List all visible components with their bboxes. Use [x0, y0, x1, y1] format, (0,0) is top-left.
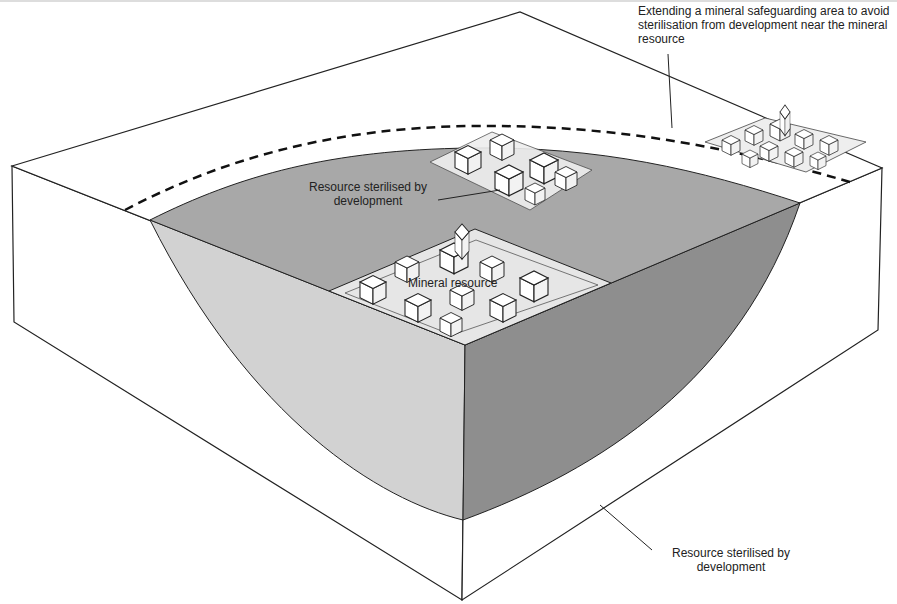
callout-note: Extending a mineral safeguarding area to… — [638, 4, 893, 46]
callout-label: Resource sterilised by development — [302, 180, 434, 208]
leader-line — [668, 54, 672, 128]
buildings — [722, 105, 838, 170]
top-rule — [0, 1, 897, 2]
leader-line — [438, 190, 500, 200]
leader-line — [600, 505, 652, 550]
town-plot — [430, 132, 592, 210]
buildings — [360, 224, 548, 337]
callout-label: Resource sterilised by development — [656, 546, 806, 574]
town-plot — [329, 229, 611, 345]
area-label: Mineral resource — [408, 276, 538, 290]
town-plot-inner — [345, 240, 598, 335]
